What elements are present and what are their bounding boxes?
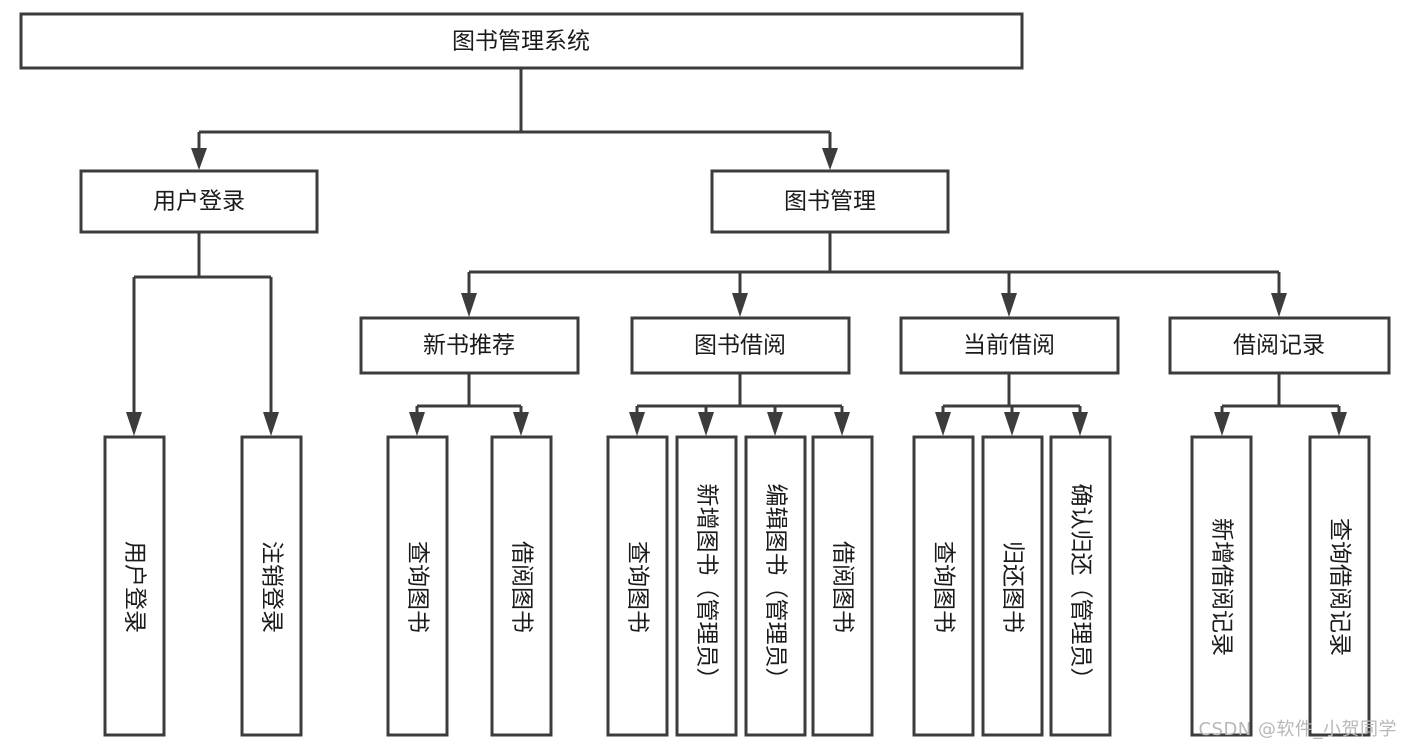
node-current-borrow-box[interactable] (899, 316, 1120, 375)
arrow-head-book-borrow-leaf3 (767, 412, 783, 436)
node-new-book-recommend-label: 新书推荐 (423, 333, 515, 359)
arrow-head-new-book-leaf1 (409, 412, 425, 436)
leaf-book-borrow-1-label: 查询图书 (625, 541, 651, 633)
leaf-current-borrow-2[interactable]: 归还图书 (981, 435, 1044, 737)
leaf-new-book-2-label: 借阅图书 (509, 541, 535, 633)
node-book-borrow[interactable]: 图书借阅 (630, 316, 851, 375)
node-borrow-record-box[interactable] (1168, 316, 1391, 375)
leaf-borrow-record-1[interactable]: 新增借阅记录 (1190, 435, 1253, 737)
leaf-user-login-1[interactable]: 用户登录 (103, 435, 166, 737)
arrow-head-current-borrow-leaf2 (1004, 412, 1020, 436)
arrow-head-book-borrow-leaf4 (834, 412, 850, 436)
node-book-manage-label: 图书管理 (784, 189, 876, 215)
arrow-head-book-manage (822, 148, 838, 170)
arrow-head-borrow-record-leaf1 (1214, 412, 1230, 436)
leaf-borrow-record-2-box[interactable] (1308, 435, 1371, 737)
leaf-book-borrow-4-label: 借阅图书 (830, 541, 856, 633)
arrow-head-user-login (191, 148, 207, 170)
node-book-manage-box[interactable] (710, 169, 950, 234)
leaf-current-borrow-3-label: 确认归还（管理员） (1068, 484, 1094, 691)
node-book-borrow-box[interactable] (630, 316, 851, 375)
arrow-head-book-borrow-leaf2 (698, 412, 714, 436)
arrow-head-book-borrow (732, 293, 748, 317)
node-borrow-record-label: 借阅记录 (1233, 333, 1325, 359)
connector-group-current-borrow (935, 374, 1088, 436)
node-root-label: 图书管理系统 (452, 29, 590, 55)
leaf-current-borrow-1-label: 查询图书 (931, 541, 957, 633)
node-book-manage[interactable]: 图书管理 (710, 169, 950, 234)
connector-group-book-borrow (629, 374, 850, 436)
arrow-head-user-login-leaf1 (126, 412, 142, 436)
node-current-borrow-label: 当前借阅 (963, 333, 1055, 359)
node-borrow-record[interactable]: 借阅记录 (1168, 316, 1391, 375)
leaf-borrow-record-2-label: 查询借阅记录 (1327, 518, 1353, 656)
leaf-borrow-record-1-box[interactable] (1190, 435, 1253, 737)
leaf-user-login-1-label: 用户登录 (122, 541, 148, 633)
node-user-login-label: 用户登录 (153, 189, 245, 215)
arrow-head-borrow-record (1271, 293, 1287, 317)
leaf-current-borrow-1-box[interactable] (912, 435, 975, 737)
arrow-head-current-borrow (1001, 293, 1017, 317)
leaf-book-borrow-1-box[interactable] (606, 435, 669, 737)
leaf-user-login-2[interactable]: 注销登录 (240, 435, 303, 737)
leaf-current-borrow-3-box[interactable] (1049, 435, 1112, 737)
leaf-book-borrow-2-label: 新增图书（管理员） (694, 484, 720, 691)
leaf-book-borrow-1[interactable]: 查询图书 (606, 435, 669, 737)
leaf-current-borrow-3[interactable]: 确认归还（管理员） (1049, 435, 1112, 737)
leaf-current-borrow-2-label: 归还图书 (1000, 541, 1026, 633)
node-user-login[interactable]: 用户登录 (79, 169, 319, 234)
leaf-new-book-1-label: 查询图书 (405, 541, 431, 633)
arrow-head-current-borrow-leaf3 (1072, 412, 1088, 436)
leaf-book-borrow-4-box[interactable] (811, 435, 874, 737)
arrow-head-current-borrow-leaf1 (935, 412, 951, 436)
leaf-new-book-2[interactable]: 借阅图书 (490, 435, 553, 737)
connector-group-new-book (409, 374, 529, 436)
node-book-borrow-label: 图书借阅 (694, 333, 786, 359)
leaf-book-borrow-3-label: 编辑图书（管理员） (763, 484, 789, 691)
node-current-borrow[interactable]: 当前借阅 (899, 316, 1120, 375)
connector-group-borrow-record (1214, 374, 1347, 436)
leaf-current-borrow-1[interactable]: 查询图书 (912, 435, 975, 737)
leaf-book-borrow-2-box[interactable] (675, 435, 738, 737)
connector-group-root (191, 68, 838, 170)
leaf-user-login-2-label: 注销登录 (259, 541, 285, 633)
leaf-book-borrow-2[interactable]: 新增图书（管理员） (675, 435, 738, 737)
node-new-book-recommend[interactable]: 新书推荐 (359, 316, 580, 375)
leaf-book-borrow-3-box[interactable] (744, 435, 807, 737)
node-root[interactable]: 图书管理系统 (19, 12, 1024, 70)
arrow-head-new-book (461, 293, 477, 317)
leaf-new-book-2-box[interactable] (490, 435, 553, 737)
connector-group-user-login (126, 233, 279, 436)
arrow-head-book-borrow-leaf1 (629, 412, 645, 436)
node-new-book-recommend-box[interactable] (359, 316, 580, 375)
leaf-user-login-1-box[interactable] (103, 435, 166, 737)
arrow-head-new-book-leaf2 (513, 412, 529, 436)
leaf-borrow-record-1-label: 新增借阅记录 (1209, 518, 1235, 656)
arrow-head-borrow-record-leaf2 (1331, 412, 1347, 436)
leaf-book-borrow-3[interactable]: 编辑图书（管理员） (744, 435, 807, 737)
arrow-head-user-login-leaf2 (263, 412, 279, 436)
leaf-new-book-1-box[interactable] (386, 435, 449, 737)
leaf-book-borrow-4[interactable]: 借阅图书 (811, 435, 874, 737)
leaf-borrow-record-2[interactable]: 查询借阅记录 (1308, 435, 1371, 737)
node-root-box[interactable] (19, 12, 1024, 70)
leaf-new-book-1[interactable]: 查询图书 (386, 435, 449, 737)
node-user-login-box[interactable] (79, 169, 319, 234)
leaf-user-login-2-box[interactable] (240, 435, 303, 737)
connector-group-book-manage (461, 233, 1287, 317)
leaf-current-borrow-2-box[interactable] (981, 435, 1044, 737)
